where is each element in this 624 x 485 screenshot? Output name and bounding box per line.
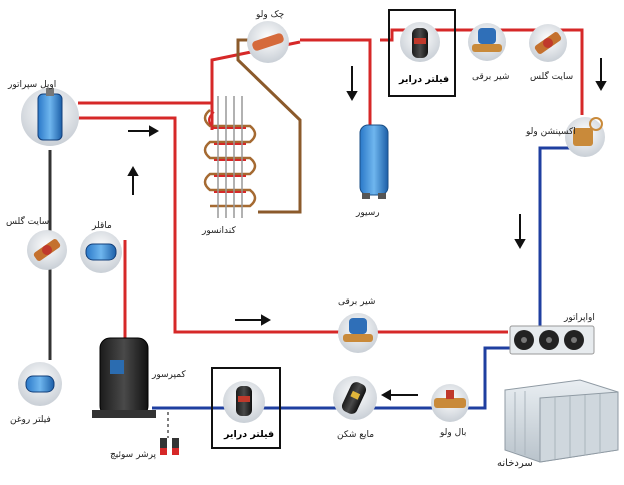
sight-glass-left-icon (27, 230, 67, 270)
arrow-right-top (128, 125, 160, 137)
label-ball-valve: بال ولو (440, 428, 467, 438)
label-filter-drier-bottom: فیلتر درایر (224, 429, 275, 440)
receiver-tank (359, 124, 389, 199)
expansion-to-evaporator (538, 146, 580, 326)
discharge-line-second (78, 116, 508, 334)
liquid-separator-icon (333, 376, 377, 420)
arrow-down-right-top (595, 58, 607, 92)
label-liquid-separator: مایع شکن (337, 430, 375, 440)
check-valve-icon (247, 21, 289, 63)
filter-drier-bottom-icon (223, 381, 265, 423)
oil-filter-icon (18, 362, 62, 406)
label-muffler: ماقلر (92, 221, 112, 231)
filter-drier-top-highlight (388, 9, 456, 97)
muffler-icon (80, 231, 122, 273)
expansion-valve-icon (565, 117, 605, 157)
label-filter-drier-top: فیلتر درایر (399, 74, 450, 85)
pressure-switch-icon (160, 438, 179, 455)
label-oil-filter: فیلتر روغن (10, 415, 51, 425)
arrow-up-left (127, 165, 139, 195)
solenoid-valve-middle-icon (338, 313, 378, 353)
label-evaporator: اواپراتور (564, 313, 595, 323)
label-compressor: کمپرسور (152, 370, 186, 380)
receiver-line (300, 38, 372, 125)
arrow-left-bottom (380, 389, 418, 401)
label-solenoid-valve-top: شیر برقی (472, 72, 510, 82)
label-check-valve: چک ولو (256, 10, 285, 20)
cold-room (504, 379, 619, 463)
compressor-body (92, 337, 156, 418)
label-cold-room: سردخانه (497, 458, 533, 469)
label-sight-glass-left: سایت گلس (6, 217, 50, 227)
label-oil-separator: اویل سپراتور (8, 80, 57, 90)
label-sight-glass-right: سایت گلس (530, 72, 574, 82)
condenser-coil (203, 96, 257, 218)
label-pressure-switch: پرشر سوئیچ (110, 450, 157, 460)
filter-drier-top-icon (400, 22, 440, 62)
label-solenoid-valve-middle: شیر برقی (338, 297, 376, 307)
evaporator-unit (509, 325, 595, 355)
solenoid-valve-top-icon (468, 23, 506, 61)
filter-drier-bottom-highlight (211, 367, 281, 449)
arrow-right-middle (235, 314, 272, 326)
label-receiver: رسیور (356, 208, 380, 218)
oil-separator-icon (21, 88, 79, 146)
condenser-outlet (236, 38, 302, 214)
flow-arrows (127, 58, 607, 401)
ball-valve-icon (431, 384, 469, 422)
suction-line-right (466, 346, 512, 410)
label-condenser: کندانسور (202, 226, 236, 236)
arrow-down-condenser (346, 66, 358, 102)
label-expansion-valve: اکسپنشن ولو (526, 127, 576, 137)
sight-glass-right-icon (529, 24, 567, 62)
arrow-down-evaporator (514, 214, 526, 250)
